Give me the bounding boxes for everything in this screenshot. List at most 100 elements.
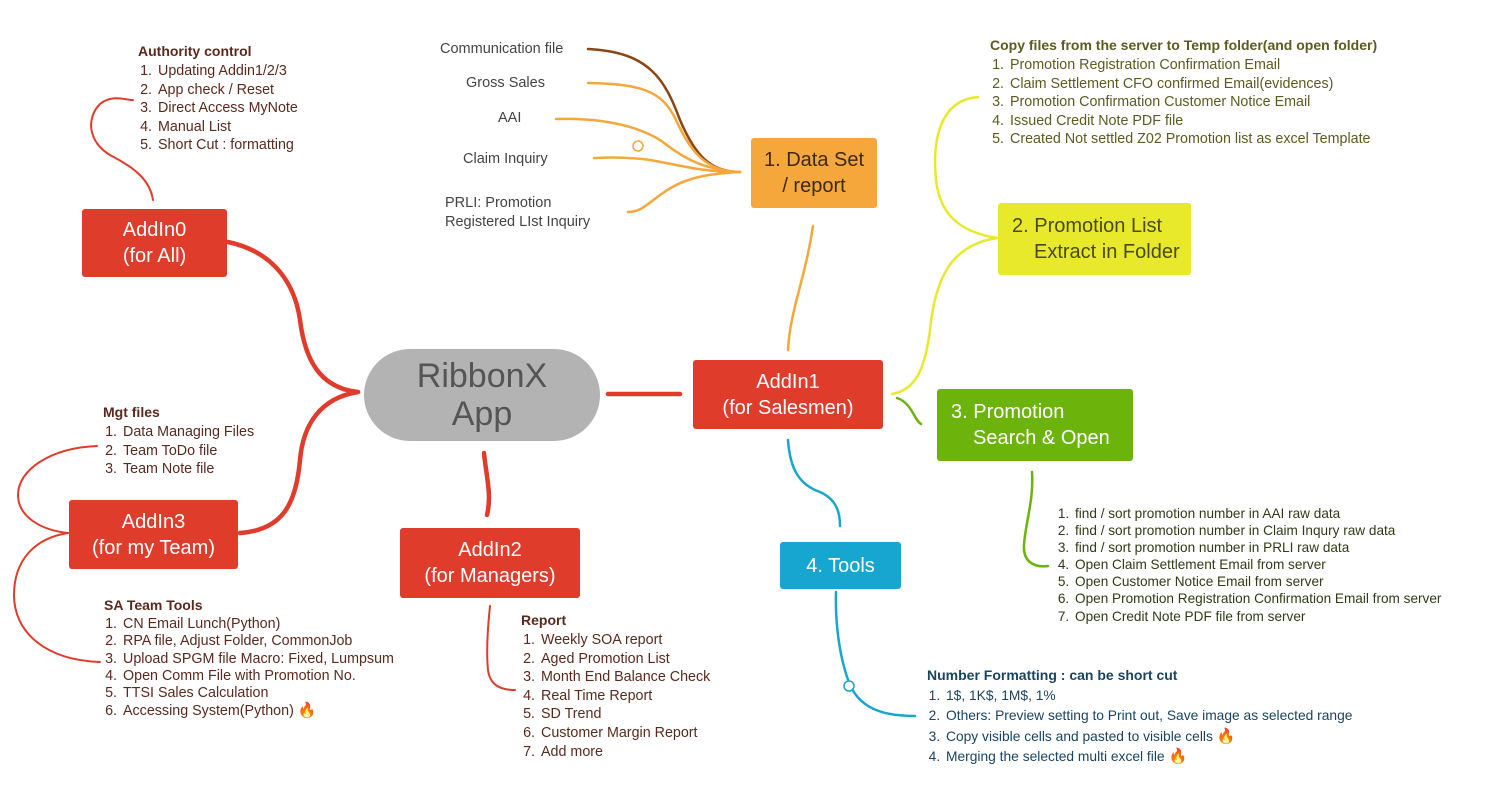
list-item: Open Comm File with Promotion No.	[121, 668, 394, 685]
list-item: Upload SPGM file Macro: Fixed, Lumpsum	[121, 651, 394, 668]
report-title: Report	[521, 612, 567, 628]
number-formatting-group: Number Formatting : can be short cut 1$,…	[927, 667, 1352, 768]
node-addin0: AddIn0 (for All)	[82, 209, 227, 277]
node-tools-line1: 4. Tools	[806, 554, 875, 577]
node-addin2: AddIn2 (for Managers)	[400, 528, 580, 598]
authority-control-group: Authority control Updating Addin1/2/3 Ap…	[138, 43, 298, 155]
list-item: Real Time Report	[539, 687, 710, 706]
report-list: Weekly SOA report Aged Promotion List Mo…	[521, 631, 710, 761]
list-item-text: Copy visible cells and pasted to visible…	[946, 728, 1213, 744]
connector-addin3-mgt	[16, 445, 98, 534]
list-item: Created Not settled Z02 Promotion list a…	[1008, 130, 1377, 149]
node-addin1-line2: (for Salesmen)	[722, 396, 854, 419]
list-item: find / sort promotion number in Claim In…	[1073, 522, 1441, 539]
list-item: App check / Reset	[156, 81, 298, 100]
connector-dataset-prli	[626, 170, 742, 214]
list-item: Weekly SOA report	[539, 631, 710, 650]
list-item: Updating Addin1/2/3	[156, 62, 298, 81]
list-item: Open Claim Settlement Email from server	[1073, 556, 1441, 573]
list-item: Others: Preview setting to Print out, Sa…	[944, 706, 1352, 726]
node-promotion-list-line1: 2. Promotion List	[1012, 215, 1163, 237]
list-item: Manual List	[156, 118, 298, 137]
list-item: SD Trend	[539, 705, 710, 724]
source-prli-line1: PRLI: Promotion	[445, 195, 552, 211]
list-item: Team ToDo file	[121, 442, 254, 461]
list-item: Data Managing Files	[121, 423, 254, 442]
list-item: Open Promotion Registration Confirmation…	[1073, 590, 1441, 607]
node-tools: 4. Tools	[780, 542, 901, 589]
list-item: Month End Balance Check	[539, 668, 710, 687]
node-promotion-search-line1: 3. Promotion	[951, 401, 1065, 423]
node-addin0-line2: (for All)	[122, 245, 187, 267]
connector-center-addin0	[225, 239, 361, 395]
authority-control-list: Updating Addin1/2/3 App check / Reset Di…	[138, 62, 298, 155]
node-addin0-line1: AddIn0	[122, 219, 187, 241]
connector-addin1-dataset	[786, 224, 815, 352]
center-line1: RibbonX	[416, 357, 548, 395]
search-open-group: find / sort promotion number in AAI raw …	[1056, 505, 1441, 625]
mgt-files-list: Data Managing Files Team ToDo file Team …	[103, 423, 254, 479]
list-item: RPA file, Adjust Folder, CommonJob	[121, 633, 394, 650]
fire-icon: 🔥	[297, 702, 317, 720]
list-item: TTSI Sales Calculation	[121, 685, 394, 702]
list-item-text: Accessing System(Python)	[123, 703, 294, 720]
node-dataset: 1. Data Set / report	[751, 138, 877, 208]
list-item: Team Note file	[121, 460, 254, 479]
search-open-list: find / sort promotion number in AAI raw …	[1056, 505, 1441, 625]
center-line2: App	[451, 395, 513, 433]
mgt-files-group: Mgt files Data Managing Files Team ToDo …	[103, 404, 254, 479]
connector-promolist-copyfiles	[933, 95, 999, 240]
connector-dataset-claim	[592, 156, 742, 174]
list-item: Short Cut : formatting	[156, 136, 298, 155]
node-addin2-line2: (for Managers)	[424, 565, 556, 587]
report-group: Report Weekly SOA report Aged Promotion …	[521, 612, 710, 761]
mgt-files-title: Mgt files	[103, 404, 160, 420]
list-item: Aged Promotion List	[539, 650, 710, 669]
list-item: 1$, 1K$, 1M$, 1%	[944, 686, 1352, 706]
list-item: Open Credit Note PDF file from server	[1073, 608, 1441, 625]
list-item: Accessing System(Python)🔥	[121, 702, 394, 720]
node-dataset-line1: 1. Data Set	[763, 149, 865, 171]
center-node: RibbonX App	[364, 349, 600, 441]
sa-team-tools-list: CN Email Lunch(Python) RPA file, Adjust …	[104, 616, 394, 721]
connector-dataset-aai	[554, 117, 742, 174]
connector-center-addin2	[481, 450, 492, 518]
node-promotion-list-line2: Extract in Folder	[1034, 241, 1180, 263]
connector-addin0-authority	[90, 97, 154, 201]
connector-promosearch-items	[1022, 470, 1050, 568]
list-item: Promotion Confirmation Customer Notice E…	[1008, 93, 1377, 112]
node-addin2-line1: AddIn2	[458, 539, 522, 561]
authority-control-title: Authority control	[138, 43, 252, 59]
list-item-text: Merging the selected multi excel file	[946, 749, 1165, 765]
connector-addin3-satools	[12, 532, 101, 663]
tools-branch-node	[843, 680, 855, 692]
list-item: Open Customer Notice Email from server	[1073, 573, 1441, 590]
list-item: Customer Margin Report	[539, 724, 710, 743]
node-promotion-list: 2. Promotion List Extract in Folder	[998, 203, 1191, 275]
node-addin1-line1: AddIn1	[756, 370, 820, 393]
connector-dataset-gross	[586, 81, 742, 174]
list-item: Merging the selected multi excel file🔥	[944, 747, 1352, 767]
source-aai: AAI	[498, 110, 522, 126]
list-item: Add more	[539, 743, 710, 762]
list-item: Claim Settlement CFO confirmed Email(evi…	[1008, 75, 1377, 94]
list-item: Direct Access MyNote	[156, 99, 298, 118]
list-item: find / sort promotion number in AAI raw …	[1073, 505, 1441, 522]
list-item: Copy visible cells and pasted to visible…	[944, 727, 1352, 747]
connector-tools-formatting	[834, 590, 917, 718]
list-item: find / sort promotion number in PRLI raw…	[1073, 539, 1441, 556]
copy-files-title: Copy files from the server to Temp folde…	[990, 37, 1378, 53]
list-item: CN Email Lunch(Python)	[121, 616, 394, 633]
node-addin1: AddIn1 (for Salesmen)	[693, 360, 883, 429]
source-claim-inquiry: Claim Inquiry	[463, 151, 548, 167]
copy-files-group: Copy files from the server to Temp folde…	[990, 37, 1377, 149]
aai-branch-node	[632, 140, 644, 152]
copy-files-list: Promotion Registration Confirmation Emai…	[990, 56, 1377, 149]
node-promotion-search-line2: Search & Open	[973, 427, 1110, 449]
list-item: Issued Credit Note PDF file	[1008, 112, 1377, 131]
list-item: Promotion Registration Confirmation Emai…	[1008, 56, 1377, 75]
connector-center-addin3	[237, 389, 361, 536]
fire-icon: 🔥	[1216, 727, 1236, 745]
node-addin3: AddIn3 (for my Team)	[69, 500, 238, 569]
